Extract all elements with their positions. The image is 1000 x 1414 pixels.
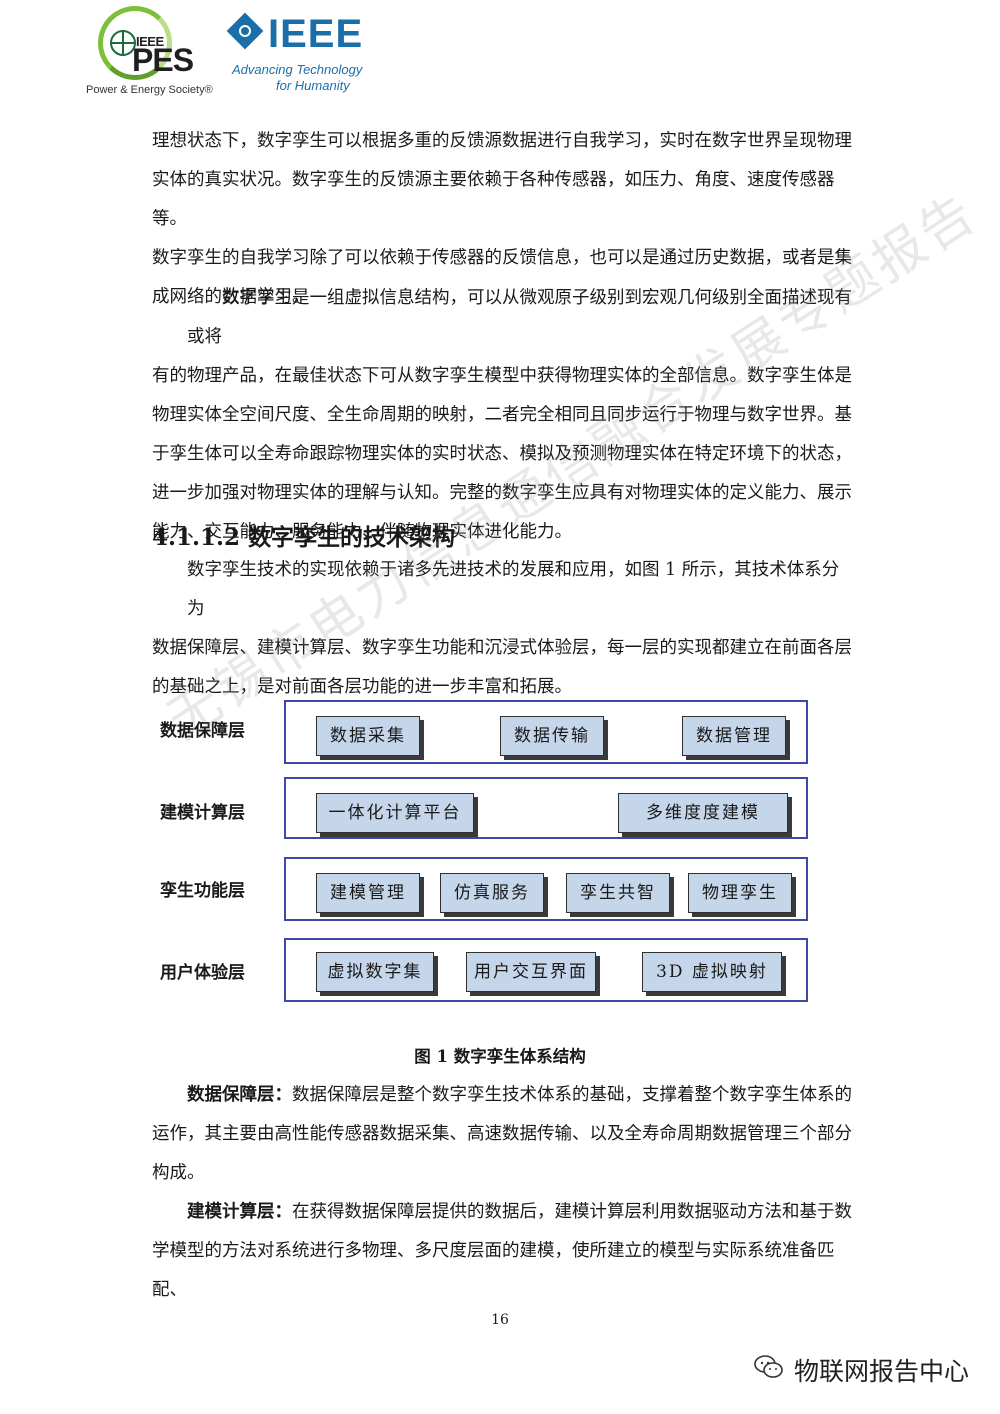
paragraph-line: 的基础之上，是对前面各层功能的进一步丰富和拓展。 <box>152 677 572 697</box>
ieee-pes-logo: IEEE PES Power & Energy Society® <box>82 4 222 96</box>
data-layer-description: 数据保障层：数据保障层是整个数字孪生技术体系的基础，支撑着整个数字孪生体系的 运… <box>152 1076 852 1193</box>
pes-ring-graphic <box>98 6 172 80</box>
paragraph-line: 数字孪生技术的实现依赖于诸多先进技术的发展和应用，如图 1 所示，其技术体系分为 <box>187 560 840 619</box>
layer-label-data: 数据保障层 <box>160 721 245 741</box>
layer-box-data: 数据采集 数据传输 数据管理 <box>284 700 808 764</box>
item-model-management: 建模管理 <box>316 873 420 913</box>
term-data-layer: 数据保障层： <box>187 1085 292 1105</box>
modeling-layer-description: 建模计算层：在获得数据保障层提供的数据后，建模计算层利用数据驱动方法和基于数 学… <box>152 1193 852 1310</box>
paragraph-text: 数据保障层是整个数字孪生技术体系的基础，支撑着整个数字孪生体系的 <box>292 1085 852 1105</box>
paragraph-line: 数字孪生是一组虚拟信息结构，可以从微观原子级别到宏观几何级别全面描述现有或将 <box>187 288 852 347</box>
paragraph-line: 构成。 <box>152 1163 205 1183</box>
pes-logo-ieee-text: IEEE <box>136 34 164 49</box>
item-twin-intelligence: 孪生共智 <box>566 873 670 913</box>
paragraph-line: 有的物理产品，在最佳状态下可从数字孪生模型中获得物理实体的全部信息。数字孪生体是 <box>152 366 852 386</box>
item-virtual-digital-set: 虚拟数字集 <box>316 952 434 992</box>
item-data-transmission: 数据传输 <box>500 716 604 756</box>
paragraph-line: 数据保障层、建模计算层、数字孪生功能和沉浸式体验层，每一层的实现都建立在前面各层 <box>152 638 852 658</box>
paragraph-2: 数字孪生是一组虚拟信息结构，可以从微观原子级别到宏观几何级别全面描述现有或将 有… <box>152 279 852 552</box>
wechat-icon <box>754 1355 783 1378</box>
paragraph-line: 实体的真实状况。数字孪生的反馈源主要依赖于各种传感器，如压力、角度、速度传感器等… <box>152 170 835 229</box>
item-data-management: 数据管理 <box>682 716 786 756</box>
layer-label-twin-function: 孪生功能层 <box>160 881 245 901</box>
ieee-logo: IEEE Advancing Technology for Humanity <box>226 12 368 96</box>
intro-paragraph: 数字孪生技术的实现依赖于诸多先进技术的发展和应用，如图 1 所示，其技术体系分为… <box>152 551 852 707</box>
paragraph-line: 建模计算层：在获得数据保障层提供的数据后，建模计算层利用数据驱动方法和基于数 <box>187 1193 852 1232</box>
item-computing-platform: 一体化计算平台 <box>316 793 474 833</box>
layer-label-user-experience: 用户体验层 <box>160 963 245 983</box>
paragraph-line: 成网络的数据学习。 <box>152 287 310 307</box>
paragraph-line: 于孪生体可以全寿命跟踪物理实体的实时状态、模拟及预测物理实体在特定环境下的状态， <box>152 444 852 464</box>
item-3d-mapping: 3D 虚拟映射 <box>642 952 782 992</box>
wechat-account-name: 物联网报告中心 <box>794 1357 970 1386</box>
paragraph-line: 数字孪生的自我学习除了可以依赖于传感器的反馈信息，也可以是通过历史数据，或者是集 <box>152 248 852 268</box>
layer-box-modeling: 一体化计算平台 多维度度建模 <box>284 777 808 839</box>
wechat-source-badge: 物联网报告中心 <box>754 1350 974 1390</box>
figure-caption: 图 1 数字孪生体系结构 <box>414 1047 586 1066</box>
pes-logo-text: PES <box>132 42 194 78</box>
paragraph-line: 运作，其主要由高性能传感器数据采集、高速数据传输、以及全寿命周期数据管理三个部分 <box>152 1124 852 1144</box>
ieee-tagline-line1: Advancing Technology <box>232 62 363 77</box>
paragraph-line: 数据保障层：数据保障层是整个数字孪生技术体系的基础，支撑着整个数字孪生体系的 <box>187 1076 852 1115</box>
section-heading: 4.1.1.2 数字孪生的技术架构 <box>152 524 456 551</box>
paragraph-line: 能力、交互能力、服务能力、伴随物理实体进化能力。 <box>152 522 572 542</box>
globe-icon <box>110 30 136 56</box>
paragraph-text: 在获得数据保障层提供的数据后，建模计算层利用数据驱动方法和基于数 <box>292 1202 852 1222</box>
layer-label-modeling: 建模计算层 <box>160 803 245 823</box>
paragraph-line: 进一步加强对物理实体的理解与认知。完整的数字孪生应具有对物理实体的定义能力、展示 <box>152 483 852 503</box>
layer-box-user-experience: 虚拟数字集 用户交互界面 3D 虚拟映射 <box>284 938 808 1002</box>
paragraph-line: 物理实体全空间尺度、全生命周期的映射，二者完全相同且同步运行于物理与数字世界。基 <box>152 405 852 425</box>
ieee-wordmark: IEEE <box>268 12 364 56</box>
item-multidim-modeling: 多维度度建模 <box>618 793 788 833</box>
page-number: 16 <box>491 1312 509 1328</box>
paragraph-line: 理想状态下，数字孪生可以根据多重的反馈源数据进行自我学习，实时在数字世界呈现物理 <box>152 131 852 151</box>
ieee-diamond-icon <box>226 12 264 50</box>
item-physical-twin: 物理孪生 <box>688 873 792 913</box>
layer-box-twin-function: 建模管理 仿真服务 孪生共智 物理孪生 <box>284 857 808 921</box>
paragraph-1: 理想状态下，数字孪生可以根据多重的反馈源数据进行自我学习，实时在数字世界呈现物理… <box>152 122 852 317</box>
paragraph-line: 学模型的方法对系统进行多物理、多尺度层面的建模，使所建立的模型与实际系统准备匹配… <box>152 1241 835 1300</box>
pes-society-name: Power & Energy Society® <box>86 84 213 96</box>
item-data-collection: 数据采集 <box>316 716 420 756</box>
item-simulation-service: 仿真服务 <box>440 873 544 913</box>
ieee-tagline-line2: for Humanity <box>276 78 350 93</box>
term-modeling-layer: 建模计算层： <box>187 1202 292 1222</box>
item-user-interface: 用户交互界面 <box>466 952 596 992</box>
